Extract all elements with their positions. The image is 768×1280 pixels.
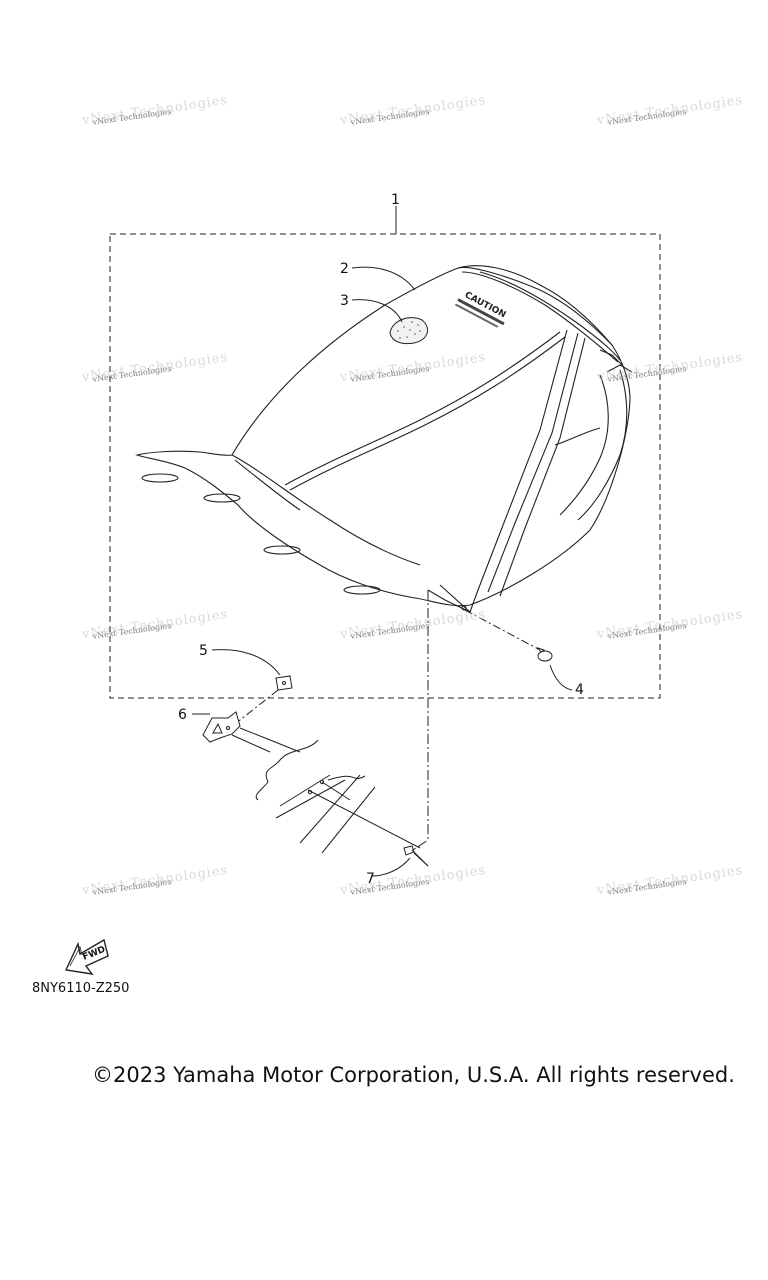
emblem-dots bbox=[397, 321, 421, 339]
callout-1[interactable]: 1 bbox=[391, 192, 400, 208]
leader-5 bbox=[211, 649, 281, 676]
emblem-patch[interactable] bbox=[389, 317, 429, 345]
callout-3[interactable]: 3 bbox=[340, 293, 349, 309]
clip-5[interactable] bbox=[275, 675, 293, 691]
leader-4-axis bbox=[464, 609, 541, 651]
callout-6[interactable]: 6 bbox=[178, 707, 187, 723]
callout-5[interactable]: 5 bbox=[199, 643, 208, 659]
callout-7[interactable]: 7 bbox=[366, 871, 375, 887]
callout-2[interactable]: 2 bbox=[340, 261, 349, 277]
assembly-boundary bbox=[109, 233, 661, 699]
copyright-notice: ©2023 Yamaha Motor Corporation, U.S.A. A… bbox=[92, 1063, 735, 1087]
seat-label-group: CAUTION bbox=[454, 290, 507, 328]
fwd-arrow: FWD bbox=[64, 938, 109, 975]
callout-4[interactable]: 4 bbox=[575, 682, 584, 698]
seat[interactable] bbox=[135, 265, 633, 613]
leader-3 bbox=[351, 299, 403, 323]
leader-2 bbox=[351, 266, 416, 291]
pin-7[interactable] bbox=[403, 845, 429, 867]
bracket-6[interactable] bbox=[202, 711, 241, 743]
hull-cutaway bbox=[231, 727, 421, 854]
leader-4 bbox=[549, 664, 573, 691]
leader-7 bbox=[371, 857, 411, 877]
fastener-4[interactable] bbox=[536, 647, 553, 662]
diagram-code: 8NY6110-Z250 bbox=[32, 981, 130, 996]
